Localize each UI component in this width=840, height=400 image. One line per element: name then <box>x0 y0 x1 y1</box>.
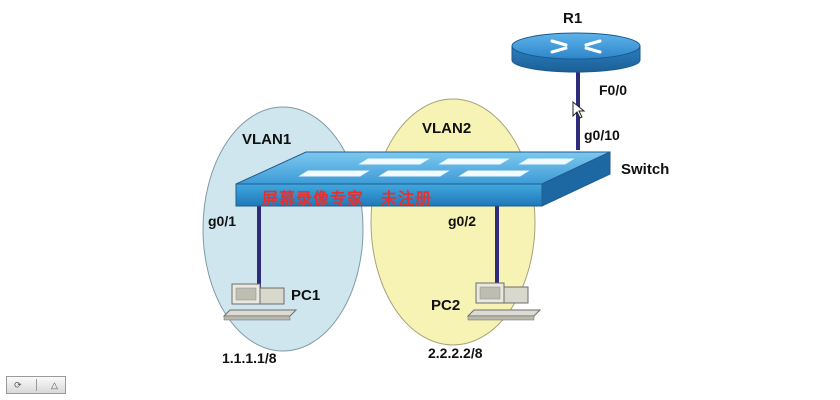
switch-icon <box>235 151 611 207</box>
pc1-port-label: g0/1 <box>208 213 237 229</box>
cursor-icon <box>572 100 586 119</box>
switch-name: Switch <box>621 161 670 178</box>
watermark-text: 屏幕录像专家 未注册 <box>262 189 433 208</box>
pc2-port-label: g0/2 <box>448 213 477 229</box>
vlan2-label: VLAN2 <box>422 120 472 137</box>
vlan1-label: VLAN1 <box>242 131 292 148</box>
control-divider <box>35 379 37 391</box>
router-icon <box>511 32 641 73</box>
player-control-bar[interactable]: ⟳ △ <box>6 376 66 394</box>
triangle-icon[interactable]: △ <box>50 379 58 390</box>
pc1-label: PC1 <box>291 287 321 304</box>
refresh-icon[interactable]: ⟳ <box>14 379 22 390</box>
router-name: R1 <box>563 10 583 27</box>
pc-icon <box>222 283 298 321</box>
router-port-label: F0/0 <box>599 82 628 98</box>
switch-uplink-port-label: g0/10 <box>584 127 620 143</box>
pc2-label: PC2 <box>431 297 461 314</box>
pc2-ip-label: 2.2.2.2/8 <box>428 345 483 361</box>
pc1-ip-label: 1.1.1.1/8 <box>222 350 277 366</box>
pc-icon <box>466 282 542 321</box>
